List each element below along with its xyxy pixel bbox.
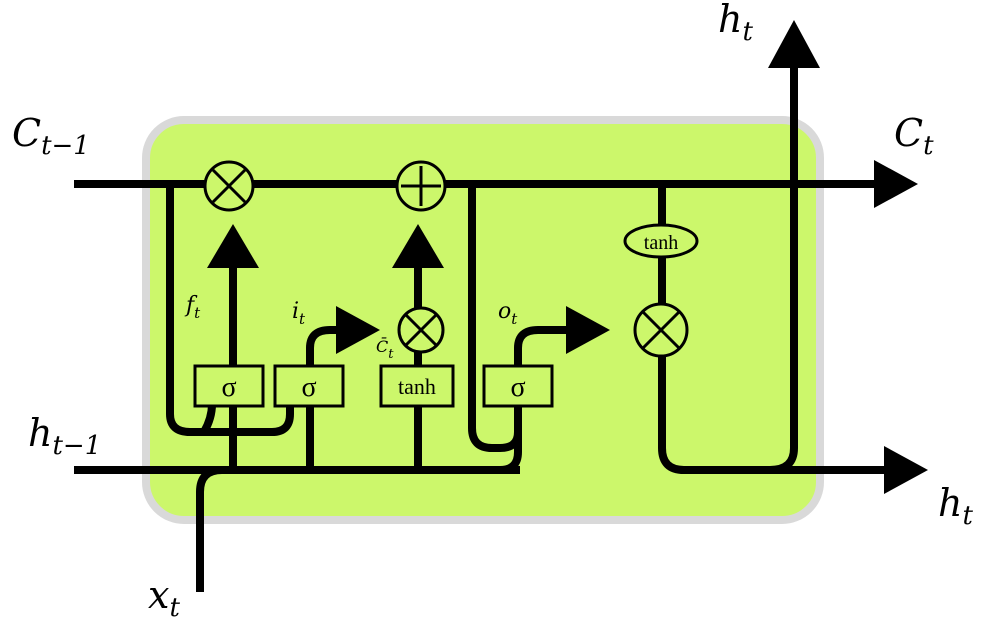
tanh-cell-text: tanh [644, 232, 678, 254]
label-output-gate: ot [498, 299, 518, 328]
sigma-input-box: σ [273, 364, 345, 408]
input-gate-arrow [336, 306, 380, 354]
cell-add-op [395, 160, 447, 212]
cell-body [142, 116, 824, 524]
h-up-arrow [768, 20, 820, 68]
sigma-output-text: σ [510, 372, 525, 403]
tanh-candidate-text: tanh [398, 374, 436, 399]
sigma-forget-text: σ [221, 372, 236, 403]
label-c-next: Ct [894, 111, 934, 161]
label-candidate: C̄t [376, 335, 394, 362]
sigma-forget-box: σ [193, 364, 265, 408]
output-multiply-op [633, 302, 689, 358]
tanh-cell-ellipse: tanh [623, 223, 699, 259]
sigma-output-box: σ [482, 364, 554, 408]
input-gate-curve [306, 326, 340, 366]
x-input-wire [196, 466, 223, 592]
label-x-in: xt [148, 573, 180, 623]
output-gate-arrow [566, 306, 610, 354]
tanh-candidate-box: tanh [379, 364, 455, 408]
output-gate-curve [514, 326, 570, 366]
label-c-prev: Ct−1 [12, 111, 90, 161]
h-output-wire [658, 352, 890, 474]
label-h-out-right: ht [938, 481, 973, 531]
label-input-gate: it [292, 299, 306, 328]
output-loop-wire [468, 184, 522, 452]
label-h-prev: ht−1 [28, 411, 101, 461]
sigma-input-text: σ [301, 372, 316, 403]
cell-state-arrow [874, 160, 918, 208]
h-up-wire [769, 62, 798, 474]
h-output-arrow [884, 446, 928, 494]
wire-to-sigma-o [499, 404, 522, 474]
forget-arrow [207, 224, 259, 268]
label-h-out-top: ht [718, 0, 753, 47]
input-multiply-op [397, 306, 445, 354]
forget-multiply-op [203, 160, 255, 212]
plus-arrow [392, 224, 444, 268]
